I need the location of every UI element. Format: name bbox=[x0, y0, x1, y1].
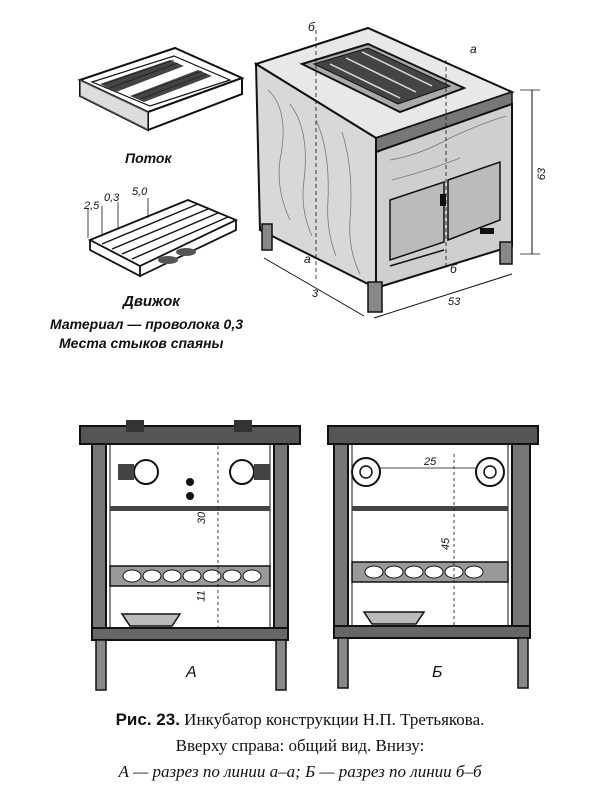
section-b-drawing bbox=[327, 425, 539, 689]
caption-line-2: Вверху справа: общий вид. Внизу: bbox=[175, 736, 425, 755]
caption-line-3: А — разрез по линии а–а; Б — разрез по л… bbox=[118, 762, 482, 781]
slider-drawing bbox=[87, 198, 239, 278]
box-depth-dim: 3 bbox=[312, 288, 319, 300]
box-height-dim: 63 bbox=[536, 167, 549, 181]
marker-a-bottom: а bbox=[304, 252, 311, 266]
slider-label: Движок bbox=[123, 293, 180, 310]
marker-b-top: б bbox=[308, 20, 315, 34]
section-b-label: Б bbox=[432, 664, 443, 681]
wire-dim-2: 0,3 bbox=[104, 192, 120, 204]
wire-dim-1: 2,5 bbox=[84, 200, 100, 212]
section-a-drawing bbox=[79, 420, 301, 691]
marker-b-bottom: б bbox=[450, 262, 457, 276]
caption-title: Инкубатор конструкции Н.П. Третьякова. bbox=[184, 710, 485, 729]
section-b-lamps-dim: 25 bbox=[424, 456, 437, 468]
marker-a-top: а bbox=[470, 42, 477, 56]
box-width-dim: 53 bbox=[448, 296, 461, 308]
joints-note: Места стыков спаяны bbox=[59, 335, 224, 351]
wire-dim-3: 5,0 bbox=[132, 186, 148, 198]
section-b-height-dim: 45 bbox=[440, 537, 453, 551]
tray-drawing bbox=[77, 46, 245, 132]
section-a-lower-dim: 11 bbox=[195, 590, 208, 602]
section-a-upper-dim: 30 bbox=[196, 511, 209, 525]
section-a-label: А bbox=[186, 664, 197, 681]
incubator-general-view bbox=[253, 26, 540, 319]
material-note: Материал — проволока 0,3 bbox=[50, 316, 244, 332]
caption-prefix: Рис. 23. bbox=[115, 710, 180, 729]
tray-label: Поток bbox=[125, 150, 172, 166]
caption-line-1: Рис. 23. Инкубатор конструкции Н.П. Трет… bbox=[0, 710, 600, 730]
